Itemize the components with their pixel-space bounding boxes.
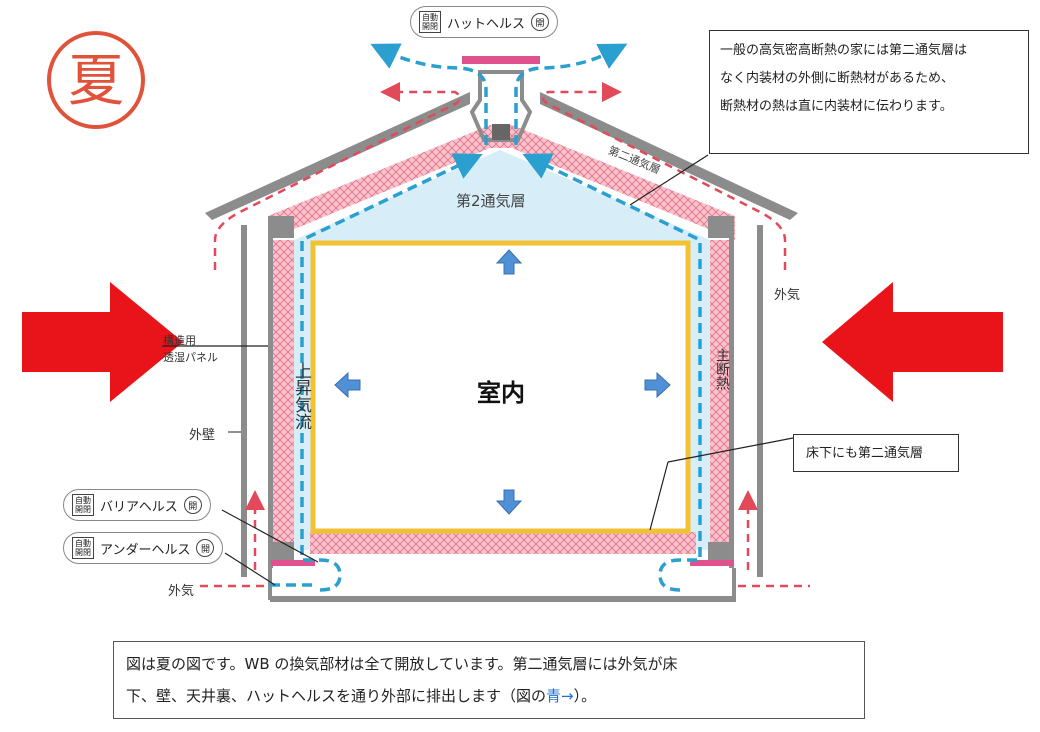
- note-line-3: 断熱材の熱は直に内装材に伝わります。: [720, 99, 953, 114]
- open-mark: 開: [531, 13, 550, 31]
- heat-arrow-left: [22, 282, 183, 402]
- outer-roof: [205, 92, 798, 220]
- rising-airflow-label: 上昇気流: [291, 362, 311, 430]
- note-floor-second-cavity: 床下にも第二通気層: [793, 434, 959, 472]
- note-no-second-cavity: 一般の高気密高断熱の家には第二通気層は なく内装材の外側に断熱材があるため、 断…: [709, 30, 1029, 154]
- ridge-vent: [469, 70, 533, 142]
- caption-line-2: 下、壁、天井裏、ハットヘルスを通り外部に排出します（図の青→）。: [126, 680, 852, 712]
- hat-hels-label: 自動 開閉 ハットヘルス 開: [410, 6, 559, 38]
- auto-open-tag: 自動 開閉: [72, 537, 94, 559]
- tag-line-2: 開閉: [75, 548, 91, 557]
- heat-arrow-right: [822, 282, 1003, 402]
- tag-line-1: 自動: [75, 539, 91, 548]
- exterior-wall-left: [241, 225, 247, 577]
- season-badge: 夏: [47, 31, 145, 129]
- caption-line-1: 図は夏の図です。WB の換気部材は全て開放しています。第二通気層には外気が床: [126, 655, 678, 673]
- second-cavity-label: 第2通気層: [456, 192, 526, 210]
- red-airflow-paths: [200, 82, 810, 588]
- exterior-wall-label: 外壁: [189, 428, 216, 443]
- note-line-2: なく内装材の外側に断熱材があるため、: [720, 71, 955, 86]
- panel-label-line-1: 構造用: [163, 334, 196, 347]
- room-heat-arrows: [334, 249, 671, 515]
- room-outline: [310, 240, 691, 534]
- caption-line-2-prefix: 下、壁、天井裏、ハットヘルスを通り外部に排出します（図の: [126, 687, 547, 705]
- hat-hels-name: ハットヘルス: [447, 16, 526, 32]
- outside-air-right-label: 外気: [774, 288, 801, 303]
- room-label: 室内: [477, 379, 525, 407]
- auto-open-tag: 自動 開閉: [419, 11, 441, 33]
- leader-lines: [162, 154, 794, 586]
- open-mark: 開: [183, 496, 202, 514]
- open-mark: 開: [196, 539, 215, 557]
- barrier-hels-label: 自動 開閉 バリアヘルス 開: [63, 489, 211, 521]
- tag-line-1: 自動: [422, 13, 438, 22]
- blue-airflow-paths: [270, 43, 702, 592]
- caption-box: 図は夏の図です。WB の換気部材は全て開放しています。第二通気層には外気が床 下…: [113, 641, 865, 719]
- barrier-hels-name: バリアヘルス: [100, 499, 178, 515]
- exterior-wall-right: [757, 225, 763, 577]
- foundation: [270, 596, 736, 602]
- outside-air-bottom-label: 外気: [168, 584, 195, 599]
- tag-line-1: 自動: [75, 496, 91, 505]
- season-badge-ring: [47, 31, 145, 129]
- under-hels-name: アンダーヘルス: [100, 542, 191, 558]
- season-badge-text: 夏: [68, 49, 124, 114]
- note-line-1: 一般の高気密高断熱の家には第二通気層は: [720, 43, 968, 58]
- tag-line-2: 開閉: [422, 22, 438, 31]
- permeable-panel-label: 構造用 透湿パネル: [163, 332, 218, 366]
- tag-line-2: 開閉: [75, 505, 91, 514]
- insulation-layer: [268, 125, 735, 554]
- caption-line-2-suffix: ）。: [573, 687, 597, 705]
- main-insulation-label: 主断熱: [714, 348, 730, 390]
- under-hels-label: 自動 開閉 アンダーヘルス 開: [63, 532, 224, 564]
- panel-label-line-2: 透湿パネル: [163, 351, 218, 364]
- caption-blue-arrow-text: 青→: [546, 687, 574, 705]
- auto-open-tag: 自動 開閉: [72, 494, 94, 516]
